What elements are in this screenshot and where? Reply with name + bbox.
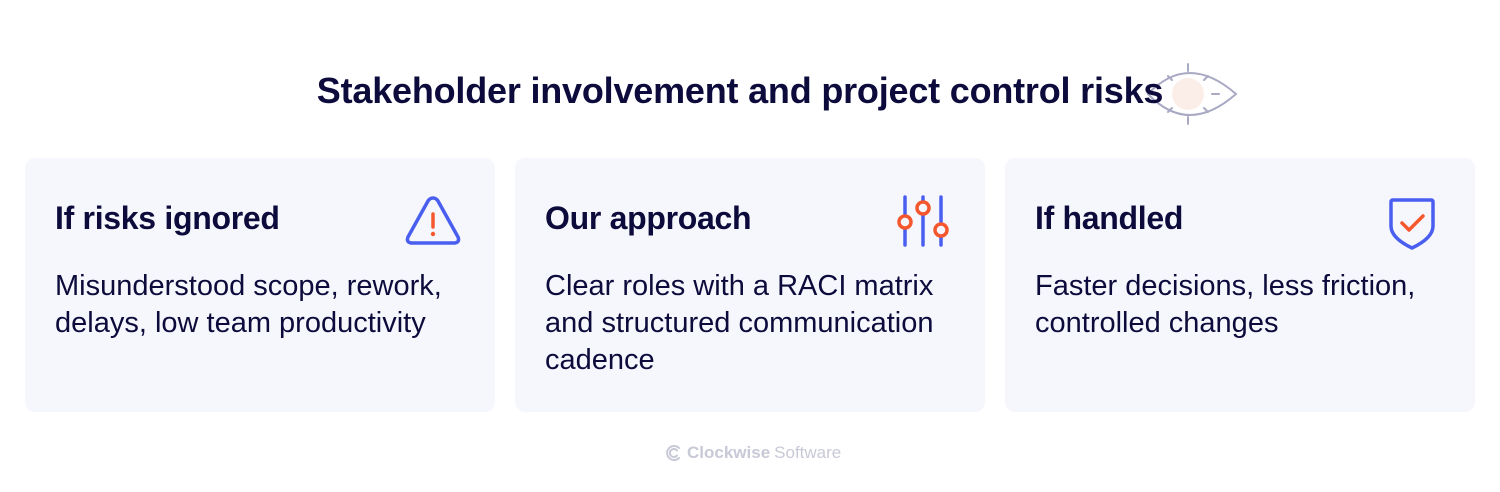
clockwise-logo-icon	[666, 445, 680, 461]
shield-check-icon	[1389, 198, 1435, 250]
card-body: Faster decisions, less friction, control…	[1035, 270, 1416, 339]
brand-name-light: Software	[774, 443, 842, 462]
warning-triangle-icon	[405, 196, 461, 245]
card-body: Misunderstood scope, rework, delays, low…	[55, 270, 442, 339]
brand-name-bold: Clockwise	[687, 443, 771, 462]
card-our-approach: Our approach Clear roles with a RACI mat…	[515, 158, 985, 412]
card-heading: Our approach	[545, 200, 752, 236]
eye-icon	[1146, 63, 1238, 125]
card-heading: If handled	[1035, 200, 1184, 236]
card-body: Clear roles with a RACI matrix and struc…	[545, 270, 934, 376]
card-risks-ignored: If risks ignored Misunderstood scope, re…	[25, 158, 495, 412]
page-title: Stakeholder involvement and project cont…	[316, 70, 1164, 111]
card-if-handled: If handled Faster decisions, less fricti…	[1005, 158, 1475, 412]
brand-logo: Clockwise Software	[665, 443, 841, 463]
card-heading: If risks ignored	[55, 200, 280, 236]
sliders-icon	[897, 195, 949, 247]
